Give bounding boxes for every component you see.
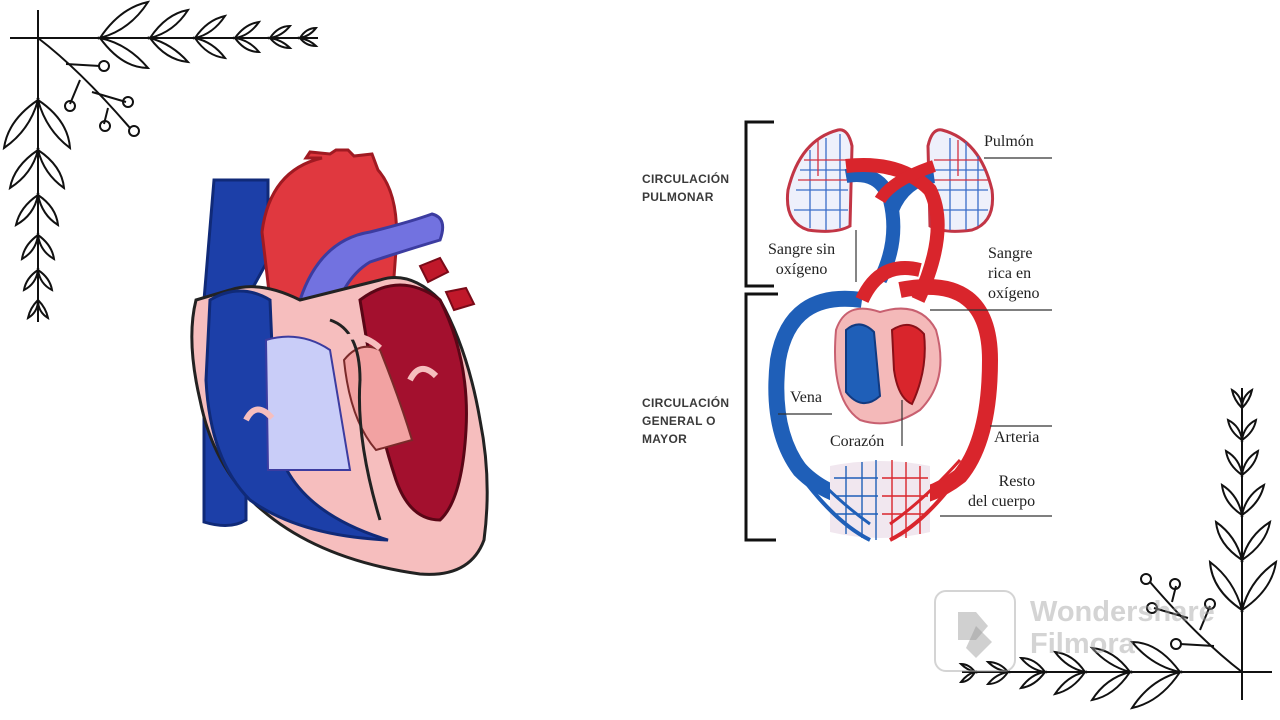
- pulmonary-veins: [418, 256, 476, 312]
- heart-septum: [329, 318, 382, 521]
- rest-of-body-label: Resto del cuerpo: [968, 473, 1036, 510]
- pulmonary-circulation-label: CIRCULACIÓN PULMONAR: [642, 172, 730, 204]
- venous-return-loop: [768, 290, 871, 508]
- oxygenated-blood-label: Sangre rica en oxígeno: [988, 245, 1040, 302]
- right-ventricle-chamber: [264, 335, 352, 471]
- deoxygenated-blood-label: Sangre sin oxígeno: [768, 241, 836, 278]
- lung-label: Pulmón: [984, 133, 1034, 150]
- lungs: [785, 128, 995, 233]
- pulmonary-vein-blue-right: [885, 169, 936, 213]
- heart-valves: [243, 308, 439, 422]
- heart-label: Corazón: [830, 433, 885, 450]
- general-bracket: [744, 292, 778, 542]
- pulmonary-artery-red: [845, 158, 945, 303]
- watermark-text: Wondershare Filmora: [1030, 596, 1215, 660]
- general-circulation-label: CIRCULACIÓN GENERAL O MAYOR: [642, 396, 730, 446]
- label-leader-lines: [778, 157, 1052, 517]
- pulmonary-artery-red-right: [874, 160, 936, 204]
- filmora-watermark-logo: [934, 590, 1016, 672]
- top-left-branch-ornament: [2, 0, 319, 322]
- arch-red: [855, 261, 922, 304]
- body-capillary-network: [788, 458, 972, 542]
- diagram-heart-left-side: [890, 323, 926, 406]
- pulmonary-bracket: [744, 120, 774, 288]
- right-atrium: [204, 289, 389, 542]
- filmora-diamond-icon: [958, 612, 992, 658]
- arterial-loop: [889, 278, 999, 508]
- artery-label: Arteria: [994, 429, 1040, 446]
- bottom-right-branch-ornament: [958, 387, 1278, 710]
- vein-label: Vena: [790, 389, 822, 406]
- diagram-heart-right-side: [845, 323, 882, 404]
